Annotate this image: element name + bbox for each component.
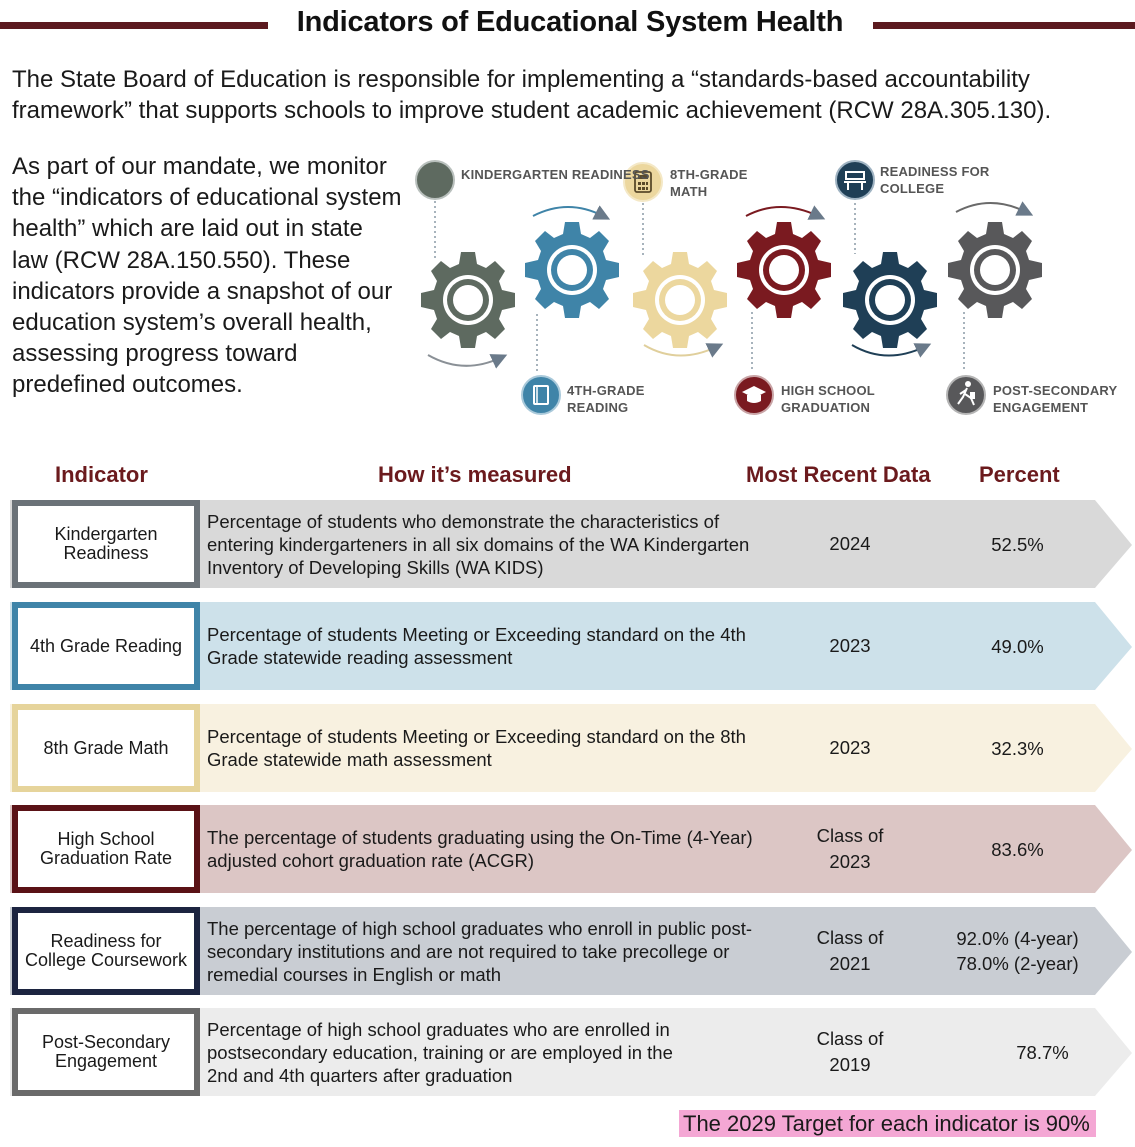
recent-data: 2023	[829, 737, 871, 758]
page-title: Indicators of Educational System Health	[296, 6, 844, 38]
label-kindergarten: KINDERGARTEN READINESS	[461, 167, 650, 182]
measure-text: Percentage of students Meeting or Exceed…	[207, 624, 746, 668]
recent-data: 2023	[829, 635, 871, 656]
indicator-label-box: High School Graduation Rate	[12, 805, 200, 893]
gear-postsecondary	[948, 222, 1042, 318]
gear-diagram-svg	[415, 160, 1042, 415]
label-math: 8TH-GRADE MATH	[670, 167, 748, 199]
measure-text: The percentage of high school graduates …	[207, 917, 753, 985]
title-rule-right	[873, 22, 1135, 29]
measure-text: Percentage of high school graduates who …	[207, 1018, 673, 1086]
percent-value: 49.0%	[930, 602, 1105, 690]
indicator-gear-diagram: KINDERGARTEN READINESS 4TH-GRADE READING…	[408, 150, 1128, 440]
table-row: High School Graduation Rate The percenta…	[10, 805, 1132, 895]
recent-data: Class of 2021	[816, 927, 884, 974]
percent-value: 83.6%	[930, 805, 1105, 893]
indicator-label-box: Kindergarten Readiness	[12, 500, 200, 588]
label-graduation: HIGH SCHOOL GRADUATION	[781, 383, 875, 415]
indicator-label-box: 4th Grade Reading	[12, 602, 200, 690]
indicator-label: Kindergarten Readiness	[54, 524, 158, 563]
percent-line-secondary: 78.0% (2-year)	[956, 953, 1079, 974]
recent-data: 2024	[829, 533, 871, 554]
table-row: Readiness for College Coursework The per…	[10, 907, 1132, 997]
percent-value: 32.3%	[930, 704, 1105, 792]
title-rule-left	[0, 22, 268, 29]
indicator-label: 8th Grade Math	[43, 737, 169, 758]
indicator-label-box: 8th Grade Math	[12, 704, 200, 792]
row-arrow	[10, 907, 1132, 995]
percent-line: 78.7%	[1016, 1041, 1069, 1063]
gear-math	[633, 252, 727, 348]
label-college: READINESS FOR COLLEGE	[880, 164, 990, 196]
measure-text: Percentage of students Meeting or Exceed…	[207, 726, 746, 770]
measure-text: Percentage of students who demonstrate t…	[207, 510, 750, 578]
table-row: Kindergarten Readiness Percentage of stu…	[10, 500, 1132, 590]
percent-line: 49.0%	[991, 635, 1044, 657]
table-row: 4th Grade Reading Percentage of students…	[10, 602, 1132, 692]
row-arrow	[10, 704, 1132, 792]
desk-icon	[835, 160, 875, 200]
label-reading: 4TH-GRADE READING	[567, 383, 645, 415]
row-arrow	[10, 500, 1132, 588]
gear-kindergarten	[421, 252, 515, 348]
percent-line: 32.3%	[991, 737, 1044, 759]
percent-value: 78.7%	[955, 1008, 1130, 1096]
target-note: The 2029 Target for each indicator is 90…	[679, 1110, 1096, 1137]
percent-line: 92.0% (4-year)	[956, 928, 1079, 949]
header-measure: How it’s measured	[378, 462, 572, 487]
table-row: Post-Secondary Engagement Percentage of …	[10, 1008, 1132, 1098]
gear-graduation	[737, 222, 831, 318]
measure-text: The percentage of students graduating us…	[207, 827, 753, 871]
walking-person-icon	[946, 375, 986, 415]
gear-college	[843, 252, 937, 348]
header-recent: Most Recent Data	[746, 462, 931, 487]
indicator-label-box: Readiness for College Coursework	[12, 907, 200, 995]
kindergarten-dot-icon	[415, 160, 455, 200]
mandate-paragraph: As part of our mandate, we monitor the “…	[12, 153, 402, 399]
indicator-label-box: Post-Secondary Engagement	[12, 1008, 200, 1096]
percent-value: 92.0% (4-year) 78.0% (2-year)	[930, 907, 1105, 995]
percent-line: 52.5%	[991, 533, 1044, 555]
indicator-label: High School Graduation Rate	[39, 829, 173, 868]
row-arrow	[10, 1008, 1132, 1096]
calculator-icon	[623, 162, 663, 202]
recent-data: Class of 2023	[816, 825, 884, 872]
indicator-label: Post-Secondary Engagement	[41, 1032, 171, 1071]
gear-reading	[525, 222, 619, 318]
book-icon	[521, 375, 561, 415]
row-arrow	[10, 602, 1132, 690]
label-postsecondary: POST-SECONDARY ENGAGEMENT	[993, 383, 1118, 415]
header-percent: Percent	[979, 462, 1060, 487]
table-row: 8th Grade Math Percentage of students Me…	[10, 704, 1132, 794]
row-arrow	[10, 805, 1132, 893]
percent-value: 52.5%	[930, 500, 1105, 588]
indicator-label: Readiness for College Coursework	[24, 931, 188, 970]
header-indicator: Indicator	[55, 462, 148, 487]
percent-line: 83.6%	[991, 838, 1044, 860]
graduation-cap-icon	[734, 375, 774, 415]
recent-data: Class of 2019	[816, 1028, 884, 1075]
intro-paragraph: The State Board of Education is responsi…	[12, 66, 1052, 124]
indicator-label: 4th Grade Reading	[29, 635, 183, 656]
